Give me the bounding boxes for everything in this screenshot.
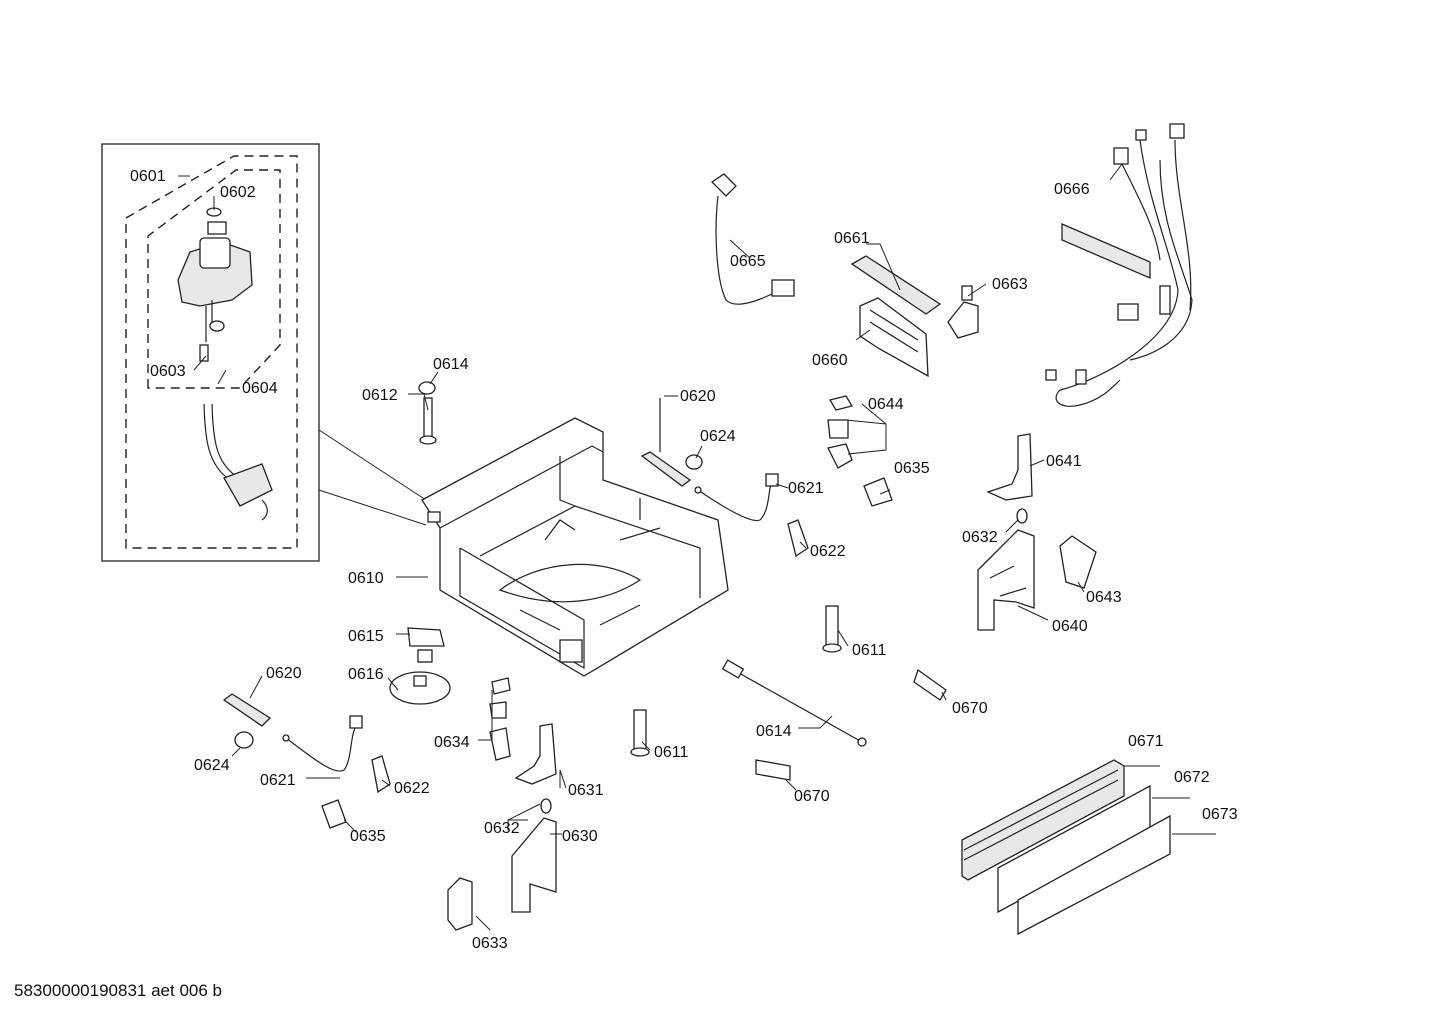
label-0666: 0666 xyxy=(1054,181,1090,198)
label-0621-top: 0621 xyxy=(788,480,824,497)
wiring-harness xyxy=(1045,123,1193,407)
bracket-0644 xyxy=(827,395,854,469)
bracket-0663 xyxy=(947,285,979,339)
comb-0643 xyxy=(1059,535,1097,589)
label-0672: 0672 xyxy=(1174,769,1210,786)
plinth-panels xyxy=(961,759,1171,936)
leader-lines xyxy=(178,163,1216,931)
label-0624-top: 0624 xyxy=(700,428,736,445)
label-0632-left: 0632 xyxy=(484,820,520,837)
clip-0615 xyxy=(407,627,445,663)
clip-0635-right xyxy=(863,477,893,507)
label-0624-left: 0624 xyxy=(194,757,230,774)
label-0635-right: 0635 xyxy=(894,460,930,477)
spring-0632-right xyxy=(1016,508,1028,524)
label-0663: 0663 xyxy=(992,276,1028,293)
spring-0620-left xyxy=(222,693,272,727)
label-0671: 0671 xyxy=(1128,733,1164,750)
cable-0621-top xyxy=(694,473,779,522)
rod-0614-right xyxy=(721,659,867,747)
spring-0632-left xyxy=(540,798,552,814)
leveling-foot-0611-left xyxy=(630,709,650,757)
label-0601: 0601 xyxy=(130,168,166,185)
label-0620-top: 0620 xyxy=(680,388,716,405)
bracket-0633 xyxy=(447,877,473,931)
label-0616: 0616 xyxy=(348,666,384,683)
label-0622-left: 0622 xyxy=(394,780,430,797)
hinge-plate-0630 xyxy=(511,817,557,913)
hinge-0641 xyxy=(986,433,1033,501)
spring-0620-top xyxy=(640,398,692,487)
label-0611-left: 0611 xyxy=(654,744,689,761)
document-code: 58300000190831 aet 006 b xyxy=(14,981,222,1000)
label-0641: 0641 xyxy=(1046,453,1082,470)
hinge-plate-0640 xyxy=(977,529,1035,631)
label-0660: 0660 xyxy=(812,352,848,369)
label-0634: 0634 xyxy=(434,734,470,751)
nut-0614 xyxy=(418,381,436,395)
power-cord xyxy=(710,173,795,305)
screw-0612 xyxy=(419,397,437,445)
control-panel xyxy=(850,255,942,378)
bracket-0634 xyxy=(489,677,511,761)
part-labels: 0601 0602 0603 0604 0610 0612 0614 0620 … xyxy=(130,168,1238,952)
clip-0622-left xyxy=(371,755,391,794)
label-0614-top: 0614 xyxy=(433,356,469,373)
base-tub xyxy=(421,417,729,677)
label-0635-left: 0635 xyxy=(350,828,386,845)
label-0611-right: 0611 xyxy=(852,642,887,659)
label-0604: 0604 xyxy=(242,380,278,397)
label-0602: 0602 xyxy=(220,184,256,201)
cap-0624-top xyxy=(685,454,703,470)
label-0603: 0603 xyxy=(150,363,186,380)
clip-0635-left xyxy=(321,799,347,829)
label-0614-bottom: 0614 xyxy=(756,723,792,740)
label-0615: 0615 xyxy=(348,628,384,645)
label-0643: 0643 xyxy=(1086,589,1122,606)
cap-0624-left xyxy=(234,731,254,749)
label-0670-mid: 0670 xyxy=(794,788,830,805)
label-0622-top: 0622 xyxy=(810,543,846,560)
label-0632-right: 0632 xyxy=(962,529,998,546)
inlet-valve xyxy=(177,207,253,362)
clip-0622-top xyxy=(787,519,809,558)
disc-0616 xyxy=(389,671,451,705)
label-0612: 0612 xyxy=(362,387,398,404)
hinge-0631 xyxy=(514,723,557,785)
cable-0621-left xyxy=(282,715,363,772)
label-0665: 0665 xyxy=(730,253,766,270)
label-0640: 0640 xyxy=(1052,618,1088,635)
leveling-foot-0611-right xyxy=(822,605,842,653)
holder-0670-mid xyxy=(755,759,791,781)
label-0621-left: 0621 xyxy=(260,772,296,789)
label-0670-right: 0670 xyxy=(952,700,988,717)
label-0673: 0673 xyxy=(1202,806,1238,823)
label-0644: 0644 xyxy=(868,396,904,413)
label-0630: 0630 xyxy=(562,828,598,845)
label-0610: 0610 xyxy=(348,570,384,587)
label-0633: 0633 xyxy=(472,935,508,952)
holder-0670-right xyxy=(913,668,947,701)
label-0661: 0661 xyxy=(834,230,870,247)
label-0620-left: 0620 xyxy=(266,665,302,682)
label-0631: 0631 xyxy=(568,782,604,799)
inset-box xyxy=(101,143,427,562)
